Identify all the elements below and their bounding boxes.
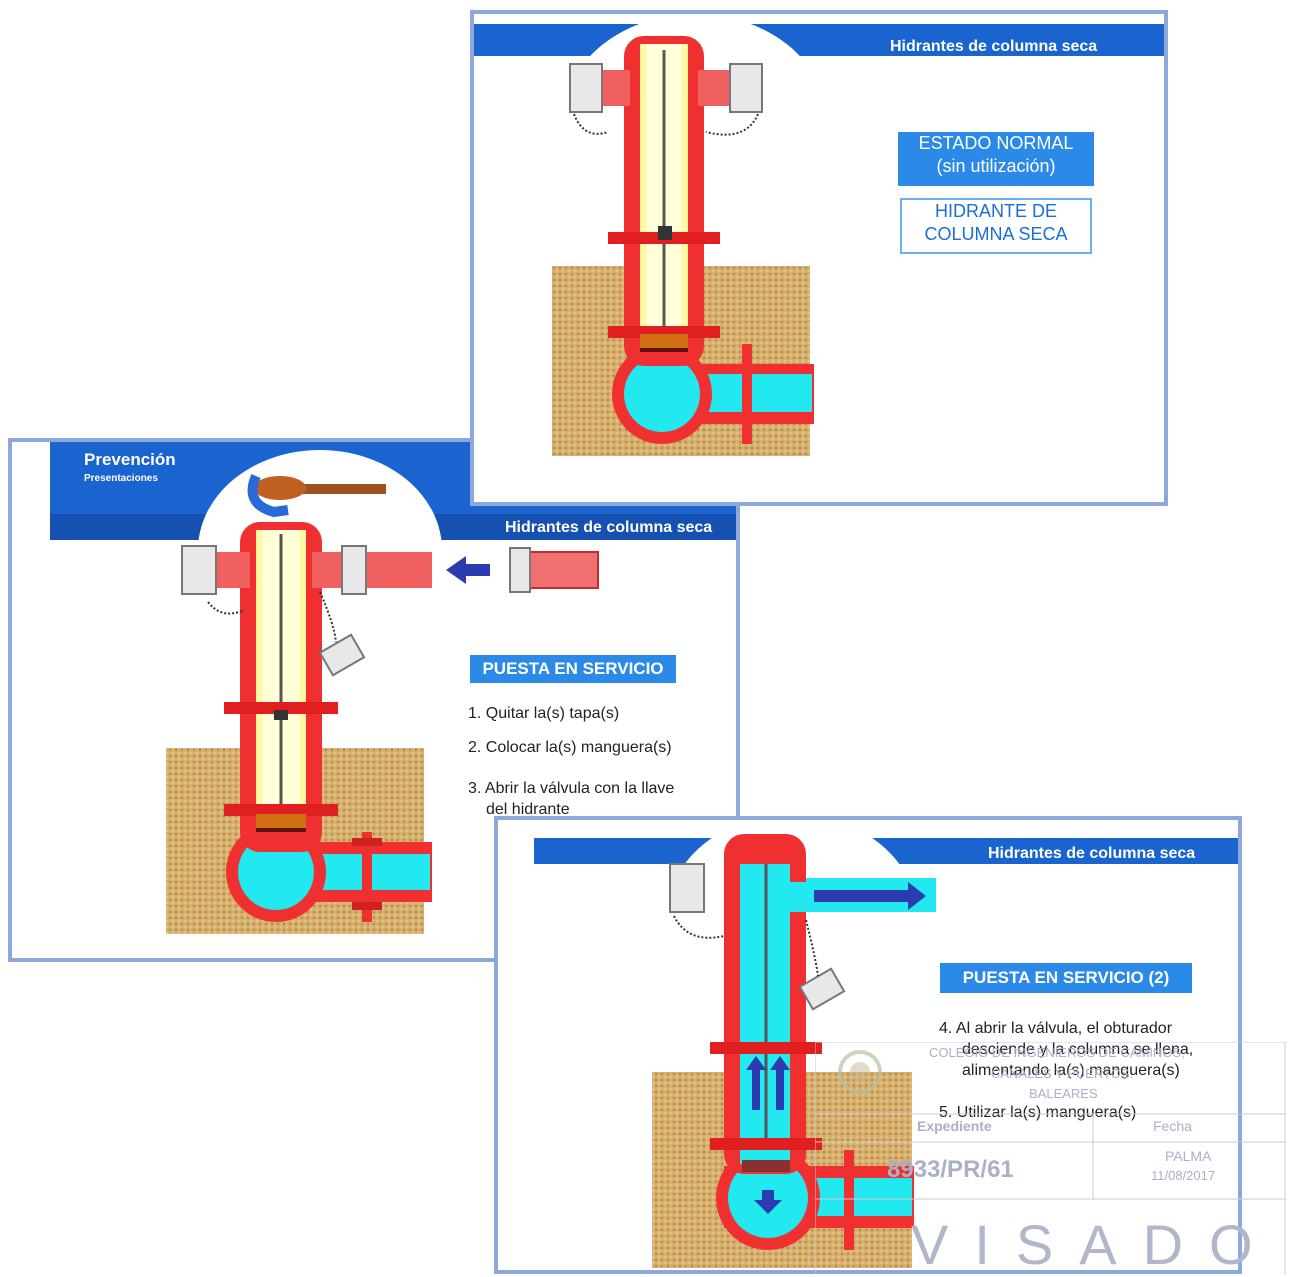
state-box: ESTADO NORMAL (sin utilización) [898,132,1094,186]
arrow-up-icon [746,1056,766,1110]
arrow-right-icon [814,882,926,910]
stamp-org-line1: COLEGIO DE INGENIEROS DE CAMINOS, [929,1045,1185,1060]
stamp-org-line3: BALEARES [1029,1086,1098,1101]
step-4-line1: 4. Al abrir la válvula, el obturador [939,1020,1173,1037]
step-5: 5. Utilizar la(s) manguera(s) [939,1104,1137,1121]
step-2: 2. Colocar la(s) manguera(s) [468,739,672,756]
hydrant-diagram-normal [552,36,814,456]
stamp-date: 11/08/2017 [1151,1168,1216,1183]
header-band [474,24,1164,56]
section-title: PUESTA EN SERVICIO (2) [940,963,1192,993]
slide-header: Hidrantes de columna seca [988,845,1196,862]
stamp-org-line2: CANALES Y PUERTOS. [991,1066,1134,1081]
step-4-line2: desciende y la columna se llena, [962,1041,1194,1058]
rotate-arrow-icon [247,474,289,518]
stamp-expediente-label: Expediente [917,1118,992,1134]
visado-stamp: COLEGIO DE INGENIEROS DE CAMINOS, CANALE… [815,1042,1286,1276]
section-title: PUESTA EN SERVICIO [470,655,676,683]
stamp-city: PALMA [1165,1148,1212,1164]
arrow-down-icon [754,1190,782,1214]
slide-puesta-en-servicio-2: Hidrantes de columna seca PUESTA EN SERV… [494,816,1242,1274]
slide-estado-normal: Hidrantes de columna seca ESTADO NORMAL … [470,10,1168,506]
step-1: 1. Quitar la(s) tapa(s) [468,705,620,722]
arrow-up-icon-2 [770,1056,790,1110]
hydrant-diagram-flowing [652,834,936,1268]
type-box-line1: HIDRANTE DE [934,201,1057,221]
brand-title: Prevención [84,450,176,469]
step-3-cont: del hidrante [486,801,570,818]
type-box: HIDRANTE DE COLUMNA SECA [900,198,1092,254]
step-3: 3. Abrir la válvula con la llave [468,780,675,797]
seal-icon [838,1050,882,1094]
hydrant-diagram-connect [166,474,599,934]
stamp-visado: VISADO [911,1213,1279,1276]
stamp-expediente-number: 8933/PR/61 [887,1156,1014,1183]
state-box-line2: (sin utilización) [936,156,1056,176]
type-box-line2: COLUMNA SECA [924,224,1068,244]
slide-header: Hidrantes de columna seca [890,38,1098,55]
slide-header: Hidrantes de columna seca [505,519,713,536]
stamp-fecha-label: Fecha [1153,1118,1192,1134]
slide-puesta-en-servicio: Prevención Presentaciones Hidrantes de c… [8,438,740,962]
step-4-line3: alimentando la(s) manguera(s) [962,1062,1180,1079]
brand-subtitle: Presentaciones [84,473,158,484]
arrow-left-icon [446,556,490,584]
state-box-line1: ESTADO NORMAL [918,133,1074,153]
